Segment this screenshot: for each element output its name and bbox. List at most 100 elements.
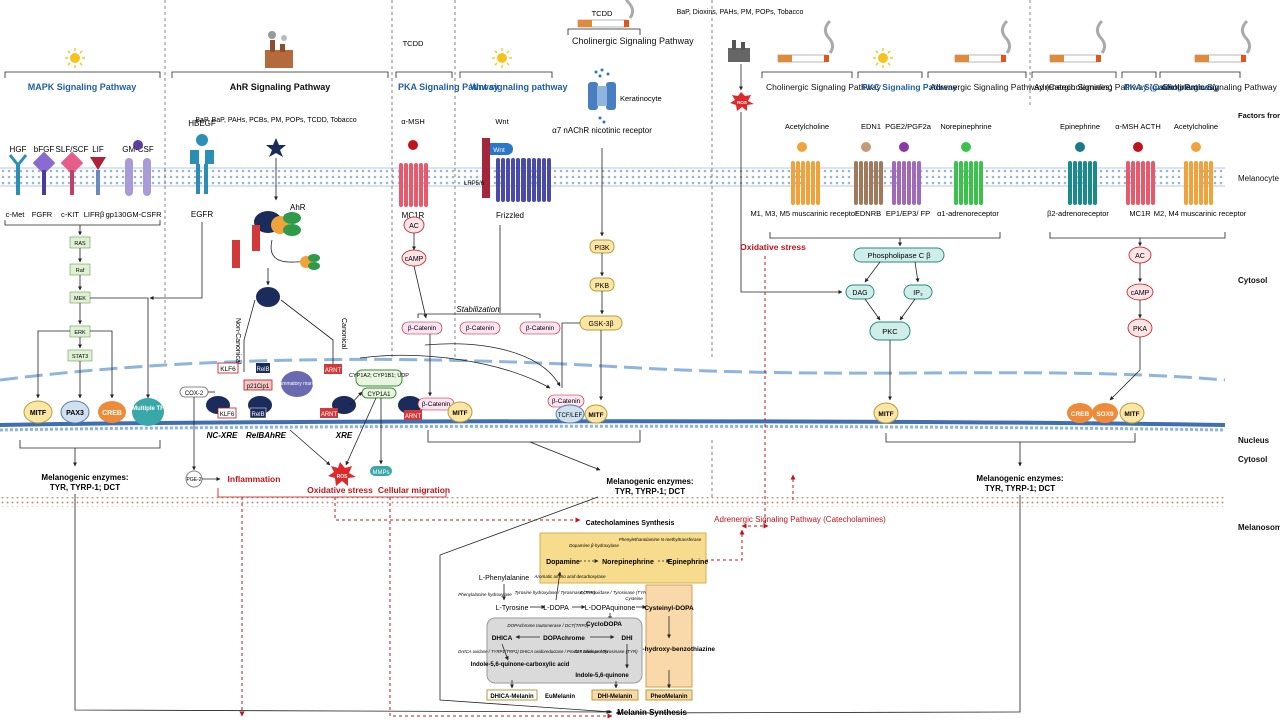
ligand-scf: SLF/SCF — [56, 145, 89, 154]
label-cysteinyl-dopa: Cysteinyl-DOPA — [644, 605, 694, 612]
label-tcdd-pka: TCDD — [403, 39, 424, 48]
header-brackets — [4, 28, 1241, 78]
tf-mitf-pkc: MITF — [878, 411, 893, 418]
tf-creb: CREB — [102, 410, 122, 417]
label-ahr: AhR — [290, 203, 306, 212]
synthesis-panel: Catecholamines Synthesis Dopamine Norepi… — [458, 520, 715, 717]
receptor-ep: EP1/EP3/ FP — [886, 209, 930, 218]
label-mmps: MMPs — [373, 470, 390, 476]
label-dopachrome: DOPAchrome — [543, 635, 585, 642]
enzyme-aadc: Aromatic amino acid decarboxylase — [533, 574, 606, 579]
right-output-line1: Melanogenic enzymes: — [976, 474, 1063, 483]
label-pge2: PGE-2 — [186, 477, 201, 483]
label-pi3k: PI3K — [594, 245, 610, 252]
tf-mitf-right: MITF — [1124, 411, 1139, 418]
enzyme-dhi-oxidase: DHI oxidase / Tyrosinase (TYR) — [574, 649, 638, 654]
receptor-beta2: β2-adrenoreceptor — [1047, 209, 1109, 218]
label-ac-right: AC — [1135, 253, 1145, 260]
cascade-raf: Raf — [76, 268, 85, 274]
label-ros-right: ROS — [737, 100, 747, 105]
mapk-output-line2: TYR, TYRP-1; DCT — [50, 483, 120, 492]
cigarette-icon — [1193, 19, 1252, 64]
header-adrenergic-b: Adrenergic Signaling Pathway (Catecholam… — [1034, 82, 1217, 92]
label-arnt-pka: ARNT — [405, 414, 422, 420]
label-klf6-bottom: KLF6 — [220, 412, 235, 418]
label-wnt: Wnt — [495, 117, 509, 126]
label-pollutants: BaP, Dioxins, PAHs, PM, POPs, Tobacco — [677, 9, 804, 16]
label-dhi: DHI — [621, 635, 632, 642]
cascade-erk: ERK — [74, 330, 86, 336]
label-dhica-melanin: DHICA-Melanin — [490, 694, 534, 700]
header-mapk: MAPK Signaling Pathway — [28, 82, 137, 92]
header-adrenergic-a: Adrenergic Signaling Pathway (Catecholam… — [930, 82, 1113, 92]
tf-creb-right: CREB — [1071, 411, 1090, 418]
element-relbahre: RelBAhRE — [246, 431, 287, 440]
label-oxidative-stress-ahr: Oxidative stress — [307, 485, 373, 495]
label-relb-top: RelB — [256, 367, 269, 373]
ligand-hgf: HGF — [10, 145, 27, 154]
enzyme-dopachrome-tautomerase: DOPAchrome tautomerase / DCT(TRP2) — [507, 623, 589, 628]
label-plc: Phospholipase C β — [867, 251, 931, 260]
label-lrp: LRP5/6 — [464, 181, 485, 187]
ligand-bfgf: bFGF — [34, 145, 55, 154]
enzyme-th: Tyrosine hydroxylase / Tyrosinase (TYR) — [515, 590, 596, 595]
label-cysteine: Cysteine — [625, 596, 643, 601]
enzyme-dbh: Dopamine β-hydroxylase — [569, 543, 619, 548]
label-catecholamines-synthesis: Catecholamines Synthesis — [586, 520, 675, 527]
label-bcatenin-3: β-Catenin — [526, 325, 555, 332]
header-ahr: AhR Signaling Pathway — [230, 82, 331, 92]
enzyme-dopa-oxidase: DOPA oxidase / Tyrosinase (TYR) — [580, 590, 648, 595]
ligand-acetylcholine-2: Acetylcholine — [1174, 122, 1218, 131]
cigarette-icon — [1048, 19, 1107, 64]
ligand-pge2: PGE2/PGF2a — [885, 122, 932, 131]
label-mitf-wnt: MITF — [588, 412, 603, 419]
label-relb-bottom: RelB — [251, 412, 264, 418]
label-dopamine: Dopamine — [546, 559, 580, 566]
label-epinephrine: Epinephrine — [668, 559, 709, 566]
label-nucleus: Nucleus — [1238, 436, 1270, 445]
released-chaperones — [300, 254, 320, 270]
header-pkc: PKC Signaling Pathway — [862, 82, 958, 92]
plasma-membrane — [0, 167, 1225, 187]
label-factors: Factors from other cells or direct actio… — [1238, 111, 1280, 120]
label-alanyl: Alanyl-hydroxy-benzothiazine — [623, 646, 715, 653]
wnt-output-line2: TYR, TYRP-1; DCT — [615, 487, 685, 496]
label-stabilization: Stabilization — [456, 305, 500, 314]
label-cytosol-2: Cytosol — [1238, 455, 1267, 464]
ligand-norepinephrine: Norepinephrine — [940, 122, 991, 131]
receptor-mc1r-right: MC1R — [1129, 209, 1151, 218]
element-xre: XRE — [335, 431, 353, 440]
tf-mitf: MITF — [30, 410, 47, 417]
header-cholinergic-right: Cholinergic Signaling Pathway — [766, 82, 882, 92]
acetylcholine-dots-icon — [594, 68, 610, 78]
right-panel: BaP, Dioxins, PAHs, PM, POPs, Tobacco RO… — [615, 9, 1247, 715]
eumelanin-box — [486, 617, 643, 684]
tf-sox9: SOX9 — [1096, 411, 1114, 418]
label-gsk: GSK-3β — [588, 321, 613, 328]
label-mc1r: MC1R — [402, 211, 425, 220]
tf-multiple: Multiple TF — [132, 406, 164, 412]
element-nc-xre: NC-XRE — [207, 431, 238, 440]
label-pheomelanin: PheoMelanin — [650, 694, 687, 700]
label-tyrosine: L-Tyrosine — [496, 605, 529, 612]
label-arnt-mid: ARNT — [321, 412, 338, 418]
label-egfr: EGFR — [191, 210, 213, 219]
label-melanosome: Melanosome — [1238, 523, 1280, 532]
label-bcatenin-wnt: β-Catenin — [552, 398, 581, 405]
sun-icon — [491, 47, 513, 69]
label-klf6-top: KLF6 — [220, 366, 236, 373]
label-pkc: PKC — [882, 327, 898, 336]
catecholamine-box — [539, 532, 707, 584]
ligand-lif: LIF — [92, 145, 104, 154]
ahr-complex — [252, 211, 301, 251]
label-pkb: PKB — [595, 283, 609, 290]
label-adrenergic-note: Adrenergic Signaling Pathway (Catecholam… — [714, 515, 886, 524]
receptor-alpha1: α1-adrenoreceptor — [937, 209, 999, 218]
ligand-epinephrine: Epinephrine — [1060, 122, 1100, 131]
enzyme-pnmt: Phenylethanolamine N-methyltransferase — [619, 537, 702, 542]
melanosome-membrane — [0, 497, 1225, 507]
cigarette-icon — [953, 19, 1012, 64]
receptor-label-ckit: c-KIT — [61, 210, 79, 219]
label-cyclodopa: CycloDOPA — [586, 621, 622, 628]
label-dag: DAG — [852, 290, 867, 297]
